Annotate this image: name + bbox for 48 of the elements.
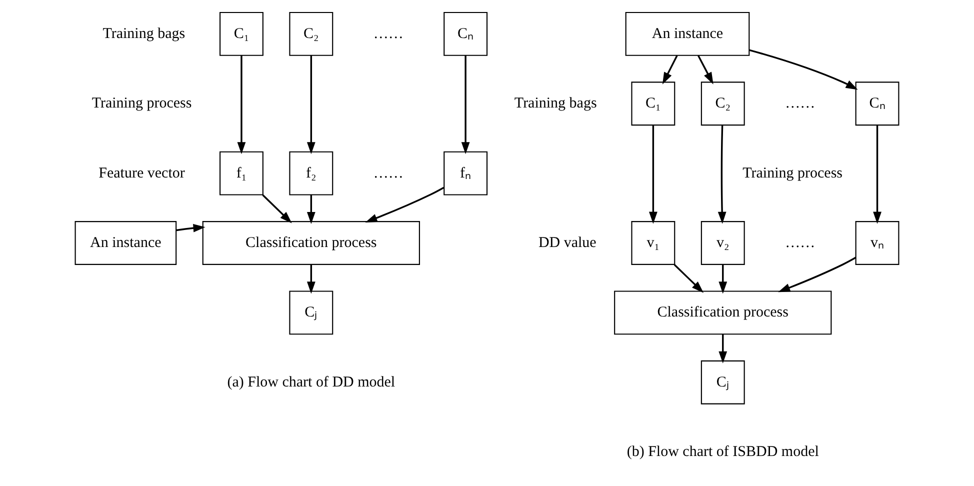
arrow	[461, 56, 470, 154]
label: Feature vector	[98, 165, 185, 182]
node-box: Classification process	[202, 221, 420, 265]
arrow	[176, 224, 206, 232]
label: (a) Flow chart of DD model	[227, 374, 396, 390]
node-box: An instance	[625, 12, 750, 56]
arrow	[718, 264, 728, 294]
arrow	[662, 55, 678, 84]
node-box: Cₙ	[444, 12, 488, 56]
arrow	[306, 56, 316, 154]
arrow	[306, 264, 316, 294]
node-box: f₂	[289, 151, 334, 196]
label: Training process	[742, 165, 842, 182]
node-box: fₙ	[444, 151, 488, 196]
node-box: f₁	[220, 151, 264, 196]
arrow	[718, 334, 728, 364]
node-box: Cⱼ	[700, 360, 745, 404]
node-box: C₂	[289, 12, 334, 56]
arrow	[873, 125, 882, 224]
node-box: C₁	[220, 12, 264, 56]
label: (b) Flow chart of ISBDD model	[626, 444, 819, 460]
label: Training process	[92, 96, 192, 112]
arrow	[648, 125, 658, 224]
node-box: C₂	[700, 82, 745, 126]
label: ……	[373, 165, 404, 182]
node-box: Cⱼ	[289, 290, 334, 335]
label: ……	[373, 26, 404, 42]
arrow	[365, 186, 444, 222]
arrow	[262, 194, 292, 224]
arrow	[749, 49, 858, 90]
label: Training bags	[102, 26, 186, 42]
node-box: Cₙ	[855, 82, 900, 126]
label: DD value	[538, 234, 596, 251]
node-box: v₂	[700, 221, 745, 265]
arrow	[306, 195, 316, 224]
node-box: v₁	[631, 221, 676, 265]
arrow	[674, 264, 704, 293]
arrow	[778, 256, 856, 292]
arrow	[237, 56, 246, 154]
node-box: C₁	[631, 82, 676, 126]
label: ……	[785, 96, 816, 112]
node-box: vₙ	[855, 221, 900, 265]
label: Training bags	[514, 96, 597, 112]
arrow	[698, 55, 714, 84]
node-box: An instance	[74, 221, 177, 265]
arrow	[718, 125, 726, 224]
node-box: Classification process	[614, 290, 832, 335]
label: ……	[785, 234, 816, 251]
